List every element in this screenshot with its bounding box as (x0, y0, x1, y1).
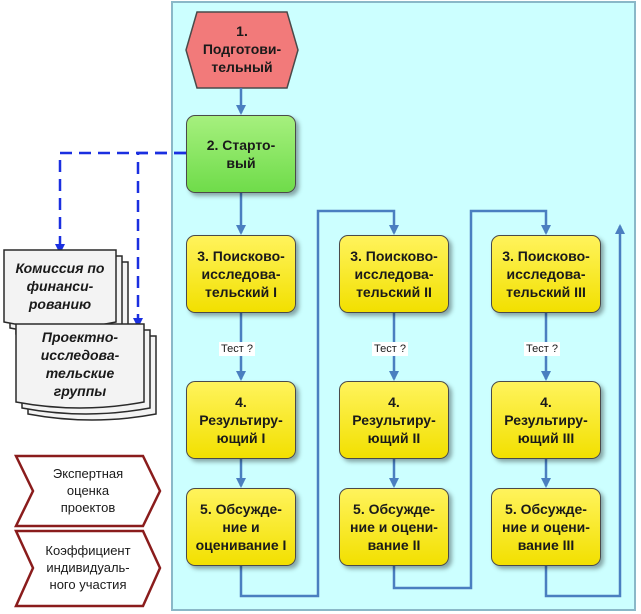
discussion-stage-box-1: 5. Обсужде- ние и оценивание I (186, 488, 296, 566)
loop-col3-exit (544, 224, 625, 598)
test-label-3: Тест ? (524, 342, 560, 356)
loop-col2-to-col3 (392, 209, 551, 590)
result-stage-box-2: 4. Результиру- ющий II (339, 381, 449, 459)
discussion-stage-box-3: 5. Обсужде- ние и оцени- вание III (491, 488, 601, 566)
dashed-to-commission (55, 151, 186, 254)
result-stage-box-1: 4. Результиру- ющий I (186, 381, 296, 459)
starting-stage-box: 2. Старто- вый (186, 115, 296, 193)
test-label-2: Тест ? (372, 342, 408, 356)
result-stage-box-3: 4. Результиру- ющий III (491, 381, 601, 459)
stage-1-label: 1. Подготови- тельный (202, 23, 282, 75)
preparatory-stage-hexagon (185, 11, 299, 89)
discussion-stage-box-2: 5. Обсужде- ние и оцени- вание II (339, 488, 449, 566)
groups-document-stack (15, 323, 157, 421)
expert-review-label: Экспертная оценка проектов (52, 466, 124, 515)
loop-col1-to-col2 (239, 209, 399, 598)
commission-label: Комиссия по финанси- рованию (15, 260, 105, 312)
search-stage-box-1: 3. Поисково- исследова- тельский I (186, 235, 296, 313)
participation-coefficient-label: Коэффициент индивидуаль- ного участия (45, 543, 131, 592)
expert-review-chevron (14, 454, 162, 528)
participation-coefficient-chevron (14, 529, 162, 608)
dashed-to-groups (133, 151, 186, 328)
test-label-1: Тест ? (219, 342, 255, 356)
research-groups-label: Проектно- исследова- тельские группы (40, 329, 120, 399)
search-stage-box-3: 3. Поисково- исследова- тельский III (491, 235, 601, 313)
search-stage-box-2: 3. Поисково- исследова- тельский II (339, 235, 449, 313)
